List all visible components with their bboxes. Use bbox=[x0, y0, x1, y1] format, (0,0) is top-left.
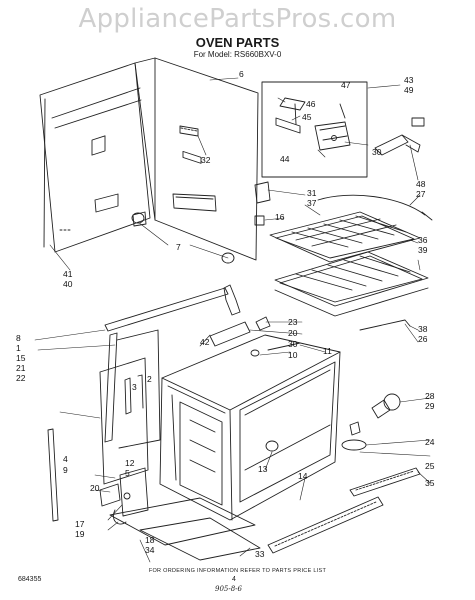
page-number: 4 bbox=[232, 576, 236, 583]
callout-14: 14 bbox=[298, 471, 308, 481]
callout-21: 21 bbox=[16, 363, 26, 373]
callout-12: 12 bbox=[125, 458, 135, 468]
callout-20-upper: 20 bbox=[288, 328, 298, 338]
callout-19: 19 bbox=[75, 529, 85, 539]
side-panel-part bbox=[99, 357, 149, 485]
ordering-info-note: FOR ORDERING INFORMATION REFER TO PARTS … bbox=[148, 568, 327, 574]
callout-16: 16 bbox=[275, 212, 285, 222]
callout-30-lower: 30 bbox=[288, 339, 298, 349]
model-subtitle: For Model: RS660BXV-0 bbox=[193, 50, 282, 59]
callout-23: 23 bbox=[288, 317, 298, 327]
callout-43: 43 bbox=[404, 75, 414, 85]
callout-20: 20 bbox=[90, 483, 100, 493]
callout-37: 37 bbox=[307, 198, 317, 208]
callout-36: 36 bbox=[418, 235, 428, 245]
grommet-part bbox=[131, 212, 235, 264]
callout-8: 8 bbox=[16, 333, 21, 343]
callout-3: 3 bbox=[132, 382, 137, 392]
callout-42: 42 bbox=[200, 337, 210, 347]
callout-2: 2 bbox=[147, 374, 152, 384]
callout-40: 40 bbox=[63, 279, 73, 289]
callout-18: 18 bbox=[145, 535, 155, 545]
callout-1: 1 bbox=[16, 343, 21, 353]
bake-element-plug-part bbox=[374, 117, 425, 156]
callout-7: 7 bbox=[176, 242, 181, 252]
front-frame-part bbox=[104, 287, 229, 449]
callout-35: 35 bbox=[425, 478, 435, 488]
callout-22: 22 bbox=[16, 373, 26, 383]
callout-33: 33 bbox=[255, 549, 265, 559]
bottom-assembly-part bbox=[99, 467, 261, 561]
callout-17: 17 bbox=[75, 519, 85, 529]
bottom-oven-rack-part bbox=[274, 251, 429, 331]
callout-30: 30 bbox=[372, 147, 382, 157]
callout-47: 47 bbox=[341, 80, 351, 90]
trim-strip-part bbox=[349, 467, 421, 497]
callout-15: 15 bbox=[16, 353, 26, 363]
bracket-part bbox=[254, 181, 271, 226]
callout-27: 27 bbox=[416, 189, 426, 199]
callout-25: 25 bbox=[425, 461, 435, 471]
oven-cavity-part bbox=[159, 334, 341, 521]
callout-6: 6 bbox=[239, 69, 244, 79]
kick-plate-part bbox=[267, 496, 384, 554]
back-panel-part bbox=[132, 57, 259, 261]
callout-28: 28 bbox=[425, 391, 435, 401]
callout-34: 34 bbox=[145, 545, 155, 555]
callout-10: 10 bbox=[288, 350, 298, 360]
callout-49: 49 bbox=[404, 85, 414, 95]
callout-45: 45 bbox=[302, 112, 312, 122]
broil-element-part bbox=[317, 194, 433, 221]
callout-32: 32 bbox=[201, 155, 211, 165]
callout-48: 48 bbox=[416, 179, 426, 189]
callout-9: 9 bbox=[63, 465, 68, 475]
callout-11: 11 bbox=[323, 346, 332, 356]
door-seal-strip-part bbox=[47, 428, 59, 522]
callout-29: 29 bbox=[425, 401, 435, 411]
callout-46: 46 bbox=[306, 99, 316, 109]
callout-31: 31 bbox=[307, 188, 317, 198]
callout-44: 44 bbox=[280, 154, 290, 164]
callout-41: 41 bbox=[63, 269, 73, 279]
callout-5: 5 bbox=[125, 468, 130, 478]
callout-4: 4 bbox=[63, 454, 68, 464]
page-title: OVEN PARTS bbox=[195, 35, 280, 50]
top-oven-rack-part bbox=[269, 211, 421, 263]
handwritten-note: 905-8-6 bbox=[215, 585, 242, 593]
document-number: 684355 bbox=[18, 576, 42, 583]
rear-wall-panel-part bbox=[39, 62, 151, 253]
callout-26: 26 bbox=[418, 334, 428, 344]
callout-13: 13 bbox=[258, 464, 268, 474]
callout-39: 39 bbox=[418, 245, 428, 255]
watermark: AppliancePartsPros.com bbox=[78, 4, 397, 34]
callout-38: 38 bbox=[418, 324, 428, 334]
callout-24: 24 bbox=[425, 437, 435, 447]
vent-duct-part bbox=[209, 284, 271, 347]
terminal-block-inset-part bbox=[261, 81, 368, 178]
oven-light-part bbox=[341, 393, 401, 451]
leader-lines bbox=[34, 77, 431, 563]
